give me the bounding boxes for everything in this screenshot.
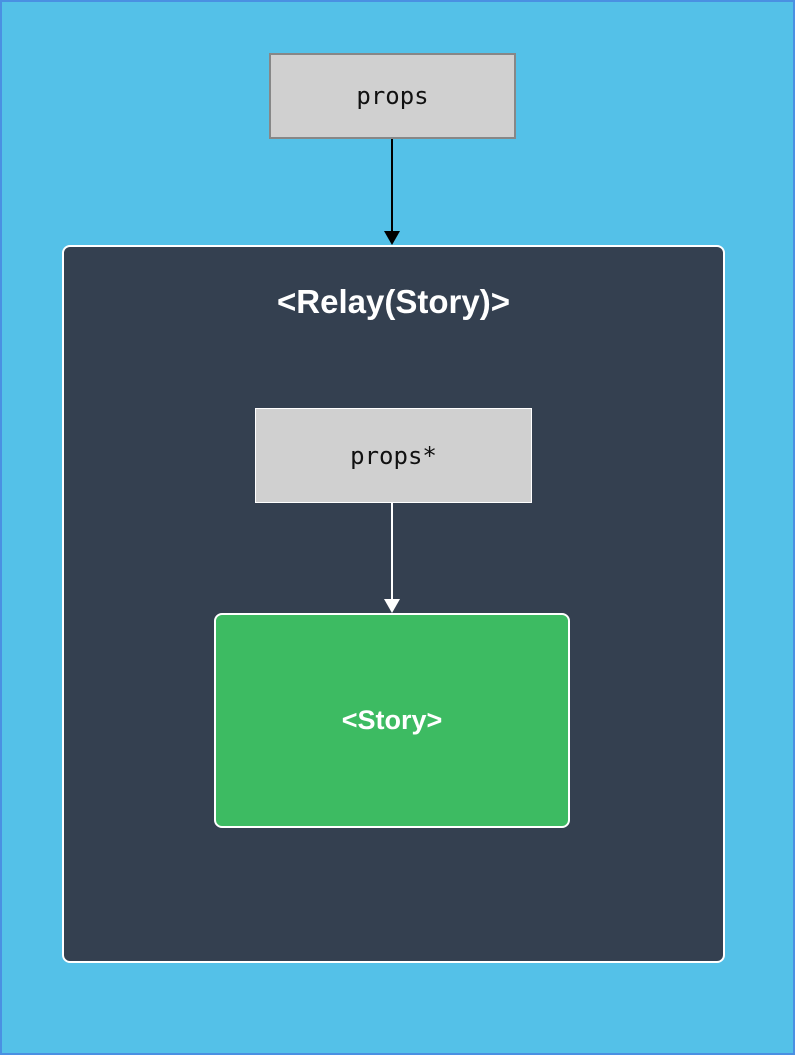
story-node: <Story> [214,613,570,828]
relay-container-title: <Relay(Story)> [277,283,510,320]
props-node: props [269,53,516,139]
relay-container: <Relay(Story)> props* <Story> [62,245,725,963]
props-star-node: props* [255,408,532,503]
arrow-down-head-icon [384,599,400,613]
arrow-down-line-black [391,139,393,231]
props-star-node-label: props* [350,441,437,470]
arrow-down-line-white [391,503,393,599]
story-node-label: <Story> [341,705,443,735]
arrow-down-head-icon [384,231,400,245]
props-node-label: props [356,82,429,110]
